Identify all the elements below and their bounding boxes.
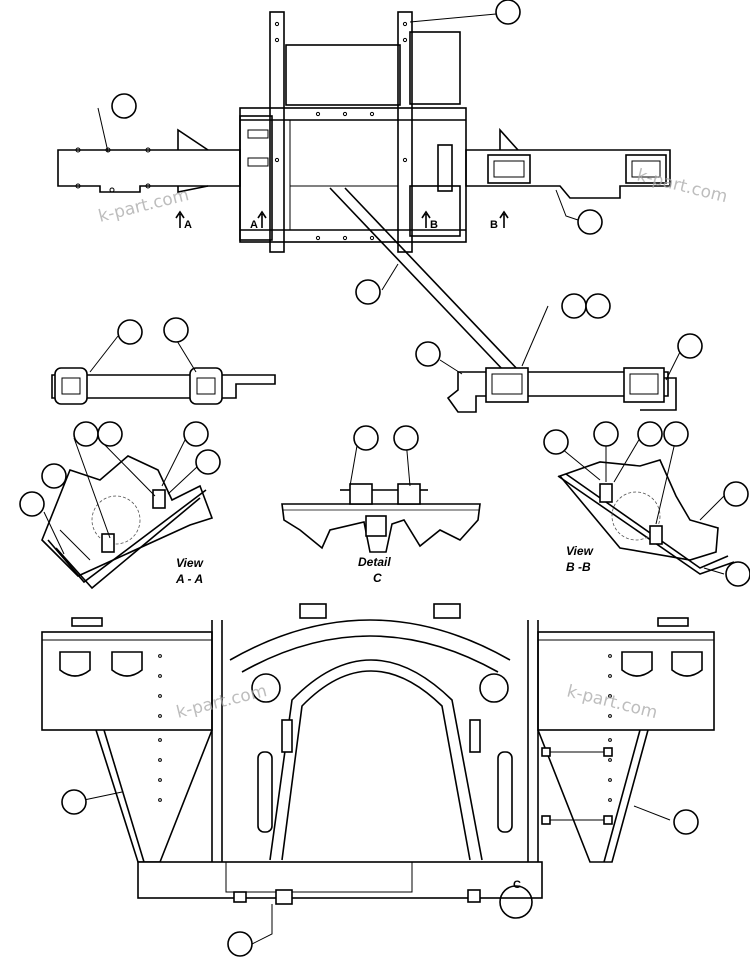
view-aa-label-1: View — [176, 556, 204, 570]
right-top-plate — [537, 631, 715, 731]
left-rail — [269, 11, 285, 253]
section-markers: A A B B — [175, 210, 509, 231]
callout-bubble[interactable] — [723, 481, 749, 507]
detail-c: Detail C — [281, 483, 481, 585]
callout-bubble[interactable] — [355, 279, 381, 305]
callout-bubble[interactable] — [163, 317, 189, 343]
view-a-a: View A - A — [41, 455, 214, 590]
callout-bubble[interactable] — [637, 421, 663, 447]
callout-bubble[interactable] — [19, 491, 45, 517]
upper-panel — [285, 44, 401, 106]
rivet-rows — [158, 654, 612, 802]
lower-right-beam — [446, 367, 677, 413]
callout-bubble[interactable] — [415, 341, 441, 367]
callout-bubble[interactable] — [111, 93, 137, 119]
callout-bubble[interactable] — [41, 463, 67, 489]
base-beam — [137, 861, 543, 899]
callout-bubble[interactable] — [543, 429, 569, 455]
section-a-right: A — [250, 219, 258, 231]
callout-bubble[interactable] — [73, 421, 99, 447]
callout-bubble[interactable] — [183, 421, 209, 447]
right-plate-a — [487, 154, 531, 184]
callout-bubble[interactable] — [585, 293, 611, 319]
right-crossbeam — [465, 149, 671, 199]
callout-bubble[interactable] — [677, 333, 703, 359]
left-crossbeam — [57, 149, 241, 193]
lower-left-beam — [51, 367, 276, 405]
callout-bubble[interactable] — [97, 421, 123, 447]
bolt-holes — [274, 21, 408, 241]
diagonal-brace — [329, 187, 506, 373]
view-bb-label-1: View — [566, 544, 594, 558]
front-elevation: C — [41, 603, 715, 919]
callout-bubble[interactable] — [663, 421, 689, 447]
callout-bubble[interactable] — [725, 561, 750, 587]
callout-bubble[interactable] — [117, 319, 143, 345]
callout-bubble[interactable] — [393, 425, 419, 451]
callout-bubbles — [19, 0, 750, 957]
watermark-2: k-part.com — [635, 165, 730, 207]
callout-bubble[interactable] — [227, 931, 253, 957]
detail-c-marker-label: C — [513, 879, 521, 891]
section-b-right: B — [490, 219, 498, 231]
view-bb-label-2: B -B — [566, 560, 591, 574]
callout-bubble[interactable] — [195, 449, 221, 475]
view-aa-label-2: A - A — [175, 572, 203, 586]
section-b-left: B — [430, 219, 438, 231]
callout-bubble[interactable] — [495, 0, 521, 25]
central-arch — [269, 659, 483, 861]
right-plate-b — [625, 154, 667, 184]
view-b-b: View B -B — [557, 459, 735, 575]
callout-bubble[interactable] — [673, 809, 699, 835]
callout-bubble[interactable] — [353, 425, 379, 451]
callout-bubble[interactable] — [61, 789, 87, 815]
top-plan-view: A A B B — [57, 11, 671, 373]
callout-bubble[interactable] — [577, 209, 603, 235]
detail-c-marker — [499, 885, 533, 919]
left-top-plate — [41, 631, 213, 731]
leader-lines — [43, 13, 725, 945]
side-box — [409, 31, 461, 105]
callout-bubble[interactable] — [561, 293, 587, 319]
detail-c-label-1: Detail — [358, 555, 391, 569]
detail-c-label-2: C — [373, 571, 382, 585]
callout-bubble[interactable] — [593, 421, 619, 447]
section-a-left: A — [184, 219, 192, 231]
